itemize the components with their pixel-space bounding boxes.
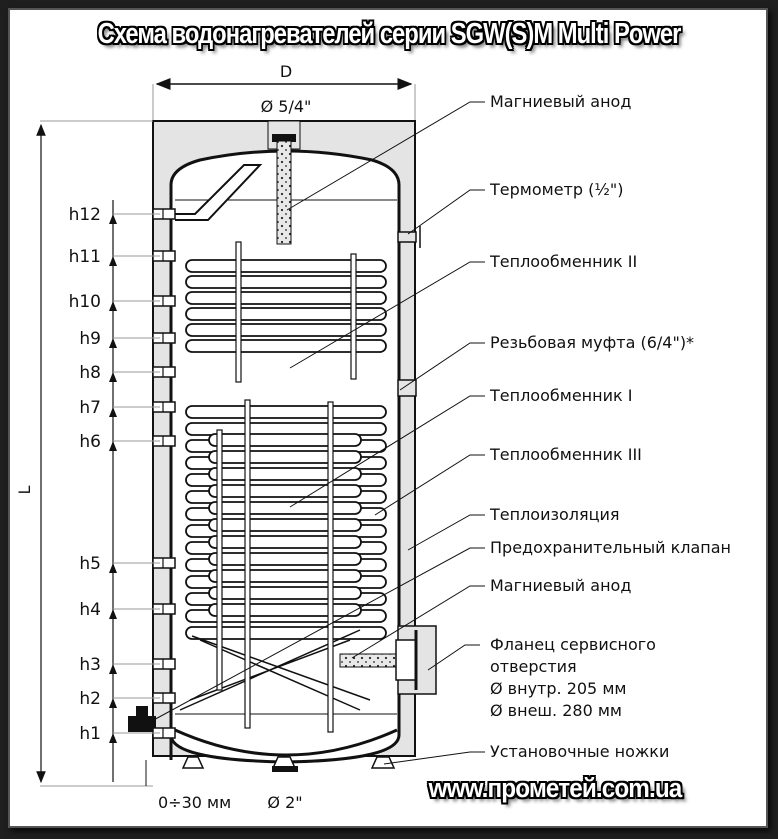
coil-loop-hx3 — [208, 467, 362, 481]
height-mark-label: h3 — [79, 655, 101, 675]
magnesium-anode-top — [276, 140, 292, 245]
height-mark-h5: h5 — [79, 554, 160, 574]
callout-text: Фланец сервисного — [490, 635, 656, 654]
height-mark-h3: h3 — [79, 655, 160, 675]
callout-magnesium-anode-bottom: Магниевый анод — [351, 576, 631, 659]
coil-loop-hx3 — [208, 450, 362, 464]
callout-text: Теплообменник III — [489, 445, 642, 464]
mounting-feet — [181, 756, 396, 772]
height-mark-label: h8 — [79, 363, 101, 383]
callout-mounting-feet: Установочные ножки — [383, 742, 669, 765]
height-mark-label: h12 — [69, 205, 101, 225]
height-mark-label: h5 — [79, 554, 101, 574]
callout-safety-valve: Предохранительный клапан — [149, 538, 731, 723]
height-dimension: L — [15, 120, 153, 787]
coil-loop-hx3 — [208, 603, 362, 617]
callout-text: Ø внеш. 280 мм — [490, 701, 622, 720]
thermometer-fitting — [397, 231, 417, 243]
coil-loop-hx3 — [208, 552, 362, 566]
callout-heat-exchanger-3: Теплообменник III — [374, 445, 642, 516]
coil-loop-hx3 — [208, 535, 362, 549]
bottom-connection-label: Ø 2" — [267, 793, 302, 812]
coil-loop-hx3 — [208, 518, 362, 532]
safety-valve — [128, 716, 156, 732]
callout-text: Теплообменник II — [489, 252, 637, 271]
width-label: D — [280, 62, 292, 81]
height-mark-h9: h9 — [79, 329, 160, 349]
callout-text: Предохранительный клапан — [490, 538, 731, 557]
top-connection-label: Ø 5/4" — [261, 97, 312, 116]
height-mark-h4: h4 — [79, 600, 160, 620]
diagram-title: Схема водонагревателей серии SGW(S)M Mul… — [97, 18, 682, 50]
callout-service-flange: Фланец сервисного отверстия Ø внутр. 205… — [427, 635, 656, 720]
feet-dimension: 0÷30 мм Ø 2" — [145, 760, 303, 812]
coil-loop-hx3 — [208, 501, 362, 515]
callout-heat-exchanger-2: Теплообменник II — [289, 252, 637, 369]
callout-text: Теплообменник I — [489, 386, 632, 405]
height-mark-h6: h6 — [79, 432, 160, 452]
coil-loop-hx1 — [185, 422, 387, 436]
callout-threaded-coupling: Резьбовая муфта (6/4")* — [399, 333, 694, 391]
height-mark-h2: h2 — [79, 689, 160, 709]
magnesium-anode-bottom — [339, 653, 403, 668]
callout-text: Магниевый анод — [490, 92, 631, 111]
callout-text: Магниевый анод — [490, 576, 631, 595]
height-mark-h7: h7 — [79, 398, 160, 418]
height-mark-h10: h10 — [69, 292, 160, 312]
callout-text: Термометр (½") — [489, 180, 623, 199]
callout-insulation: Теплоизоляция — [407, 505, 620, 551]
height-mark-label: h4 — [79, 600, 101, 620]
threaded-coupling — [397, 379, 417, 397]
coil-loop-hx3 — [208, 484, 362, 498]
height-mark-label: h1 — [79, 724, 101, 744]
height-mark-h11: h11 — [69, 247, 160, 267]
height-label: L — [15, 485, 34, 494]
callout-text: Теплоизоляция — [489, 505, 620, 524]
height-mark-label: h9 — [79, 329, 101, 349]
height-mark-h1: h1 — [79, 724, 160, 744]
callout-text: Установочные ножки — [490, 742, 669, 761]
callout-text: Ø внутр. 205 мм — [490, 679, 626, 698]
coil-loop-hx3 — [208, 569, 362, 583]
height-mark-h8: h8 — [79, 363, 160, 383]
callout-heat-exchanger-1: Теплообменник I — [289, 386, 632, 508]
height-mark-label: h10 — [69, 292, 101, 312]
callout-text: отверстия — [490, 657, 577, 676]
coil-loop-hx1 — [185, 405, 387, 419]
height-mark-label: h7 — [79, 398, 101, 418]
coil-loop-hx1 — [185, 626, 387, 640]
callouts: Магниевый анод Термометр (½") Теплообмен… — [149, 92, 731, 765]
width-dimension: D Ø 5/4" — [152, 62, 416, 120]
height-mark-h12: h12 — [69, 205, 160, 225]
height-mark-label: h2 — [79, 689, 101, 709]
feet-adjustment-label: 0÷30 мм — [158, 793, 231, 812]
callout-thermometer: Термометр (½") — [407, 180, 623, 235]
callout-magnesium-anode-top: Магниевый анод — [286, 92, 631, 211]
heat-exchanger-coils — [179, 241, 387, 733]
height-mark-label: h11 — [69, 247, 101, 267]
height-marks: h12 h11 h10 h9 h8 h7 h6 h5 h4 h3 h2 h1 — [69, 205, 160, 744]
callout-text: Резьбовая муфта (6/4")* — [490, 333, 694, 352]
height-mark-label: h6 — [79, 432, 101, 452]
website-watermark: www.прометей.com.ua — [428, 773, 683, 803]
coil-loop-hx3 — [208, 433, 362, 447]
coil-loop-hx3 — [208, 586, 362, 600]
